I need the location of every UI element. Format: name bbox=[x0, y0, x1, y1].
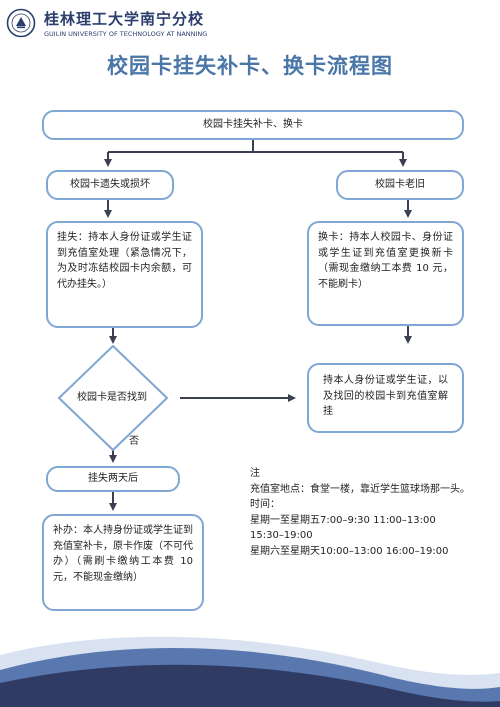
found-card-box: 持本人身份证或学生证，以及找回的校园卡到充值室解挂 bbox=[307, 363, 464, 433]
report-loss-box: 挂失：持本人身份证或学生证到充值室处理（紧急情况下，为及时冻结校园卡内余额，可代… bbox=[46, 221, 203, 328]
flow-start-box: 校园卡挂失补卡、换卡 bbox=[42, 110, 464, 140]
note-weekday-hours-2: 15:30–19:00 bbox=[250, 530, 313, 541]
no-label: 否 bbox=[129, 436, 139, 447]
card-old-text: 校园卡老旧 bbox=[375, 179, 425, 191]
note-weekday-hours: 星期一至星期五7:00–9:30 11:00–13:00 bbox=[250, 514, 436, 526]
reissue-card-text: 补办：本人持身份证或学生证到充值室补卡，原卡作废（不可代办）（需刷卡缴纳工本费 … bbox=[53, 525, 193, 583]
note-heading: 注 bbox=[250, 468, 260, 479]
replace-card-text: 换卡：持本人校园卡、身份证或学生证到充值室更换新卡（需现金缴纳工本费 10 元，… bbox=[318, 232, 453, 290]
university-seal-icon bbox=[6, 8, 36, 38]
university-logo: 桂林理工大学南宁分校 GUILIN UNIVERSITY OF TECHNOLO… bbox=[6, 6, 226, 46]
flow-start-text: 校园卡挂失补卡、换卡 bbox=[203, 119, 303, 131]
decision-text: 校园卡是否找到 bbox=[77, 392, 147, 403]
university-name-en: GUILIN UNIVERSITY OF TECHNOLOGY AT NANNI… bbox=[44, 30, 208, 38]
note-time-label: 时间： bbox=[250, 499, 280, 510]
notes: 注 充值室地点：食堂一楼，靠近学生篮球场那一头。 时间： 星期一至星期五7:00… bbox=[250, 466, 490, 559]
note-weekend-hours: 星期六至星期天10:00–13:00 16:00–19:00 bbox=[250, 545, 449, 557]
after-two-days-text: 挂失两天后 bbox=[88, 473, 138, 485]
lost-or-damaged-text: 校园卡遗失或损坏 bbox=[70, 179, 150, 191]
university-name-cn: 桂林理工大学南宁分校 bbox=[44, 10, 205, 28]
page-title: 校园卡挂失补卡、换卡流程图 bbox=[107, 54, 393, 78]
bottom-wave-decoration bbox=[0, 636, 500, 707]
card-old-box: 校园卡老旧 bbox=[336, 170, 464, 200]
found-card-text: 持本人身份证或学生证，以及找回的校园卡到充值室解挂 bbox=[323, 375, 448, 417]
decision-diamond bbox=[58, 345, 168, 451]
replace-card-box: 换卡：持本人校园卡、身份证或学生证到充值室更换新卡（需现金缴纳工本费 10 元，… bbox=[307, 221, 464, 326]
lost-or-damaged-box: 校园卡遗失或损坏 bbox=[46, 170, 174, 200]
note-location: 充值室地点：食堂一楼，靠近学生篮球场那一头。 bbox=[250, 483, 470, 495]
reissue-card-box: 补办：本人持身份证或学生证到充值室补卡，原卡作废（不可代办）（需刷卡缴纳工本费 … bbox=[42, 514, 204, 611]
report-loss-text: 挂失：持本人身份证或学生证到充值室处理（紧急情况下，为及时冻结校园卡内余额，可代… bbox=[57, 232, 192, 290]
after-two-days-box: 挂失两天后 bbox=[46, 466, 180, 492]
